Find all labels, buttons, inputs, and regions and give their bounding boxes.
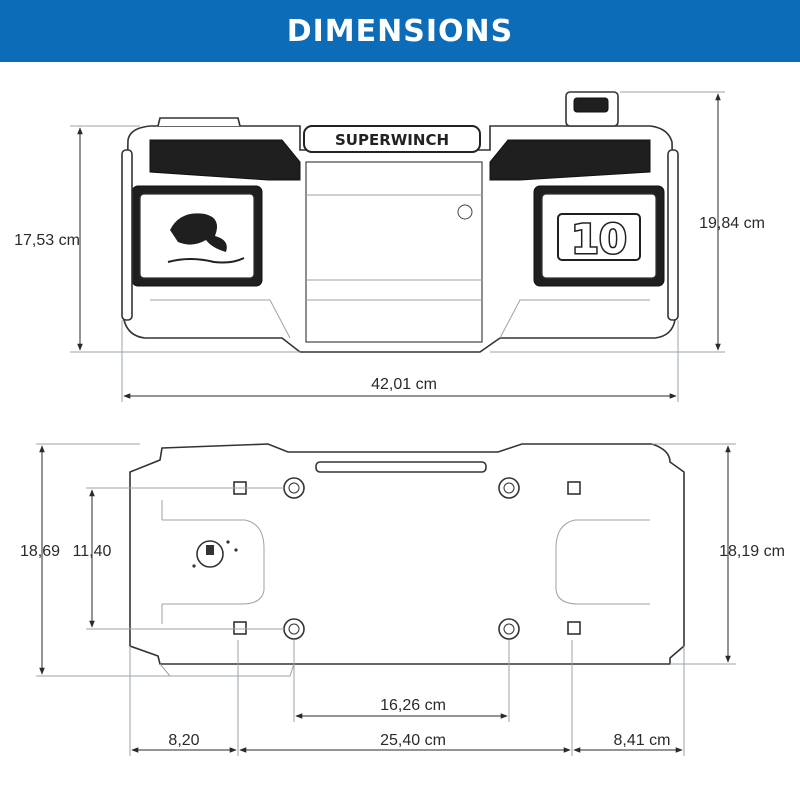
cable-slot <box>315 461 487 473</box>
square-mount-point <box>567 481 581 495</box>
page-title: DIMENSIONS <box>286 13 514 49</box>
bottom-right-offset-label: 8,41 cm <box>614 732 671 749</box>
bottom-bolt-spacing-horizontal-label: 16,26 cm <box>380 697 446 714</box>
electrical-connector-icon <box>565 91 619 127</box>
bottom-left-offset-label: 8,20 <box>168 732 199 749</box>
square-mount-point <box>567 621 581 635</box>
drum-bolt <box>457 204 473 220</box>
bottom-center-span-label: 25,40 cm <box>380 732 446 749</box>
bottom-dimension-lines <box>36 443 736 756</box>
front-right-height-label: 19,84 cm <box>699 215 765 232</box>
square-mount-point <box>233 621 247 635</box>
front-width-label: 42,01 cm <box>371 376 437 393</box>
front-view-winch: SUPERWINCH 10 <box>121 91 679 353</box>
drum-housing <box>305 161 483 343</box>
bottom-view-winch <box>129 443 685 677</box>
model-badge: 10 <box>571 217 627 263</box>
bottom-bolt-spacing-vertical-label: 11,40 <box>73 543 112 560</box>
front-dimension-lines <box>70 91 725 402</box>
brand-plate <box>303 125 481 153</box>
scorpion-logo-icon <box>167 213 245 264</box>
front-left-height-label: 17,53 cm <box>14 232 80 249</box>
title-banner: DIMENSIONS <box>0 0 800 62</box>
bottom-right-height-label: 18,19 cm <box>719 543 785 560</box>
brand-label: SUPERWINCH <box>335 131 449 149</box>
bottom-outer-height-label: 18,69 <box>20 543 60 560</box>
